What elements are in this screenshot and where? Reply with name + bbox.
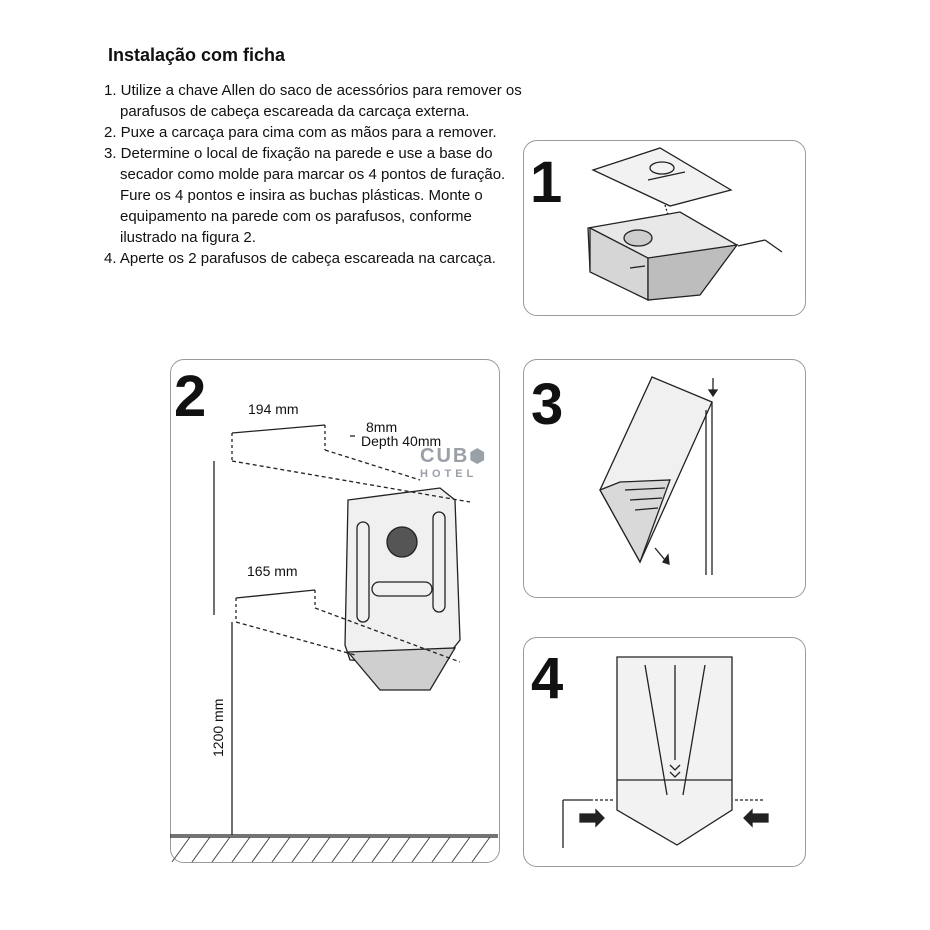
figure-4-drawing — [562, 656, 769, 848]
step-1: 1. Utilize a chave Allen do saco de aces… — [104, 82, 522, 120]
floor-hatching — [171, 836, 491, 863]
step-4: 4. Aperte os 2 parafusos de cabeça escar… — [104, 250, 496, 267]
dimension-hole-size: 8mm — [366, 419, 398, 435]
figure-2-number: 2 — [174, 364, 207, 429]
watermark-line-2: HOTEL — [420, 468, 478, 480]
watermark-line-1: CUB — [420, 445, 470, 467]
figure-3-drawing — [599, 376, 719, 575]
dimension-width-bottom: 165 mm — [247, 563, 298, 579]
watermark-logo: CUB⬢ HOTEL — [420, 445, 488, 483]
figure-1-drawing — [587, 147, 783, 302]
dimension-width-top: 194 mm — [248, 401, 299, 417]
figure-4-number: 4 — [531, 646, 564, 711]
cube-icon: ⬢ — [469, 446, 488, 466]
step-2: 2. Puxe a carcaça para cima com as mãos … — [104, 124, 497, 141]
figure-2-drawing — [170, 424, 498, 838]
figure-1-number: 1 — [530, 150, 563, 215]
instruction-list: 1. Utilize a chave Allen do saco de aces… — [104, 80, 524, 269]
step-3: 3. Determine o local de fixação na pared… — [104, 145, 506, 246]
dimension-height: 1200 mm — [210, 698, 226, 757]
figure-3-number: 3 — [531, 372, 564, 437]
page-title: Instalação com ficha — [108, 45, 286, 65]
dimension-hole-depth: Depth 40mm — [361, 433, 442, 449]
